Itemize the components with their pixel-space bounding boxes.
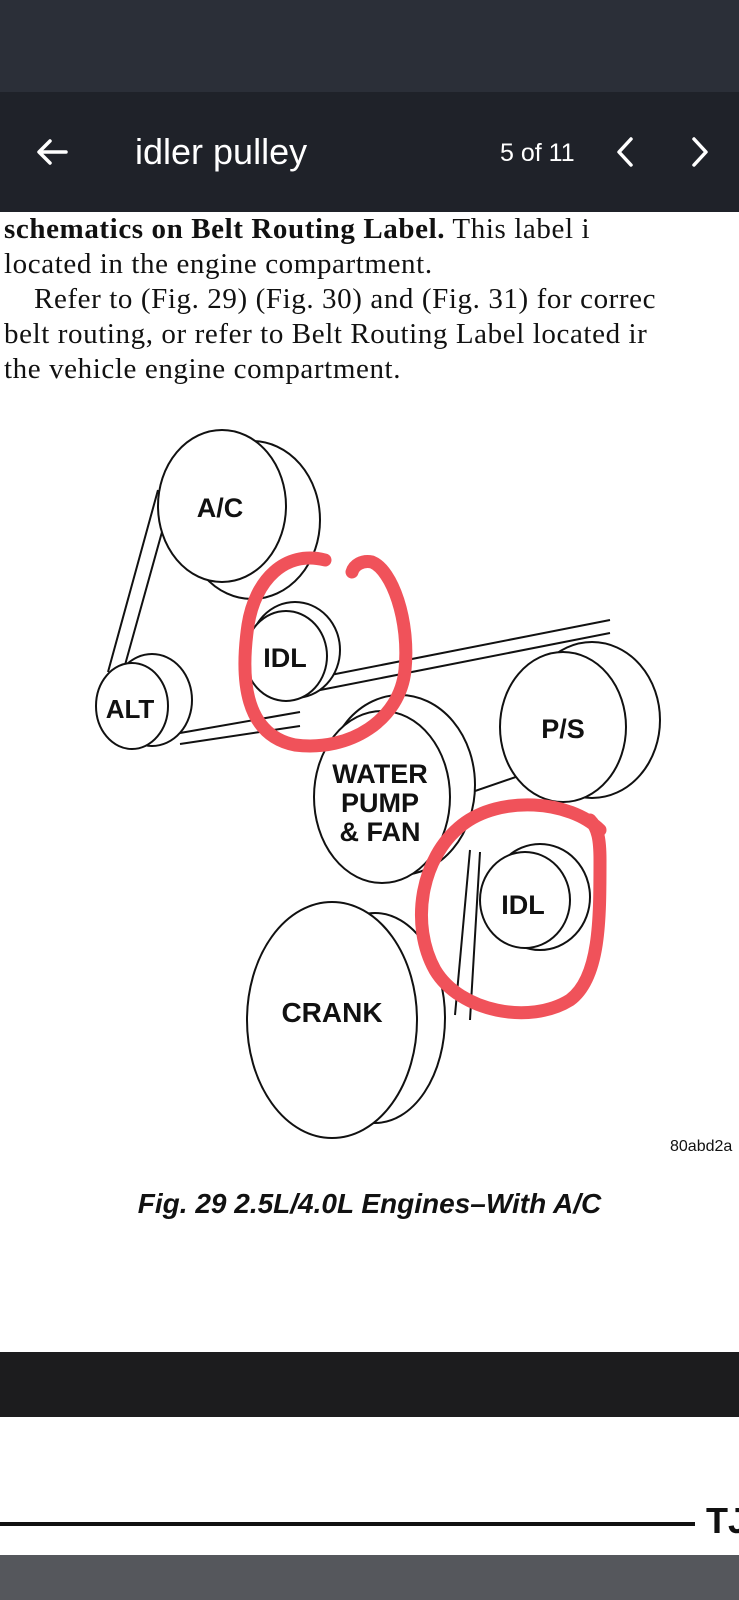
page-separator — [0, 1352, 739, 1417]
annotation-circle-top — [238, 551, 413, 753]
serpentine-belt — [107, 489, 611, 1021]
chevron-right-icon — [692, 137, 708, 167]
navigation-bar — [0, 1555, 739, 1600]
document-text: schematics on Belt Routing Label. This l… — [4, 212, 739, 387]
match-counter: 5 of 11 — [500, 139, 575, 167]
line-continuation: This label i — [445, 213, 591, 245]
document-line: schematics on Belt Routing Label. This l… — [4, 212, 739, 247]
figure-code: 80abd2a — [670, 1138, 733, 1155]
ac-label: A/C — [197, 493, 244, 523]
alt-label: ALT — [106, 694, 155, 724]
water-pump-label: WATER — [332, 759, 428, 789]
document-line: belt routing, or refer to Belt Routing L… — [4, 318, 648, 350]
annotation-circle-bottom — [414, 798, 607, 1020]
bold-phrase: schematics on Belt Routing Label. — [4, 213, 446, 245]
search-term: idler pulley — [135, 131, 308, 172]
idler-top-label: IDL — [263, 643, 307, 673]
document-line: the vehicle engine compartment. — [4, 353, 402, 385]
arrow-left-icon — [37, 139, 68, 165]
search-toolbar: idler pulley 5 of 11 — [0, 92, 739, 212]
back-button[interactable] — [28, 122, 76, 182]
water-pump-label: PUMP — [341, 788, 419, 818]
document-line: Refer to (Fig. 29) (Fig. 30) and (Fig. 3… — [34, 283, 657, 315]
alt-pulley — [95, 653, 193, 750]
chevron-left-icon — [617, 137, 633, 167]
ps-label: P/S — [541, 714, 585, 744]
ps-pulley — [499, 641, 661, 803]
next-match-button[interactable] — [675, 122, 725, 182]
previous-match-button[interactable] — [600, 122, 650, 182]
crank-pulley — [246, 901, 446, 1139]
figure-caption: Fig. 29 2.5L/4.0L Engines–With A/C — [137, 1188, 602, 1219]
water-pump-label: & FAN — [340, 817, 421, 847]
idler-pulley-bottom — [479, 843, 591, 951]
crank-label: CRANK — [281, 997, 382, 1028]
belt-routing-diagram: A/C IDL ALT P/S WATER PUMP & FAN IDL CRA… — [95, 429, 661, 1139]
footer-mark: TJ — [706, 1500, 739, 1541]
idler-bottom-label: IDL — [501, 890, 545, 920]
document-line: located in the engine compartment. — [4, 248, 433, 280]
status-bar — [0, 0, 739, 92]
footer-rule — [0, 1522, 695, 1526]
